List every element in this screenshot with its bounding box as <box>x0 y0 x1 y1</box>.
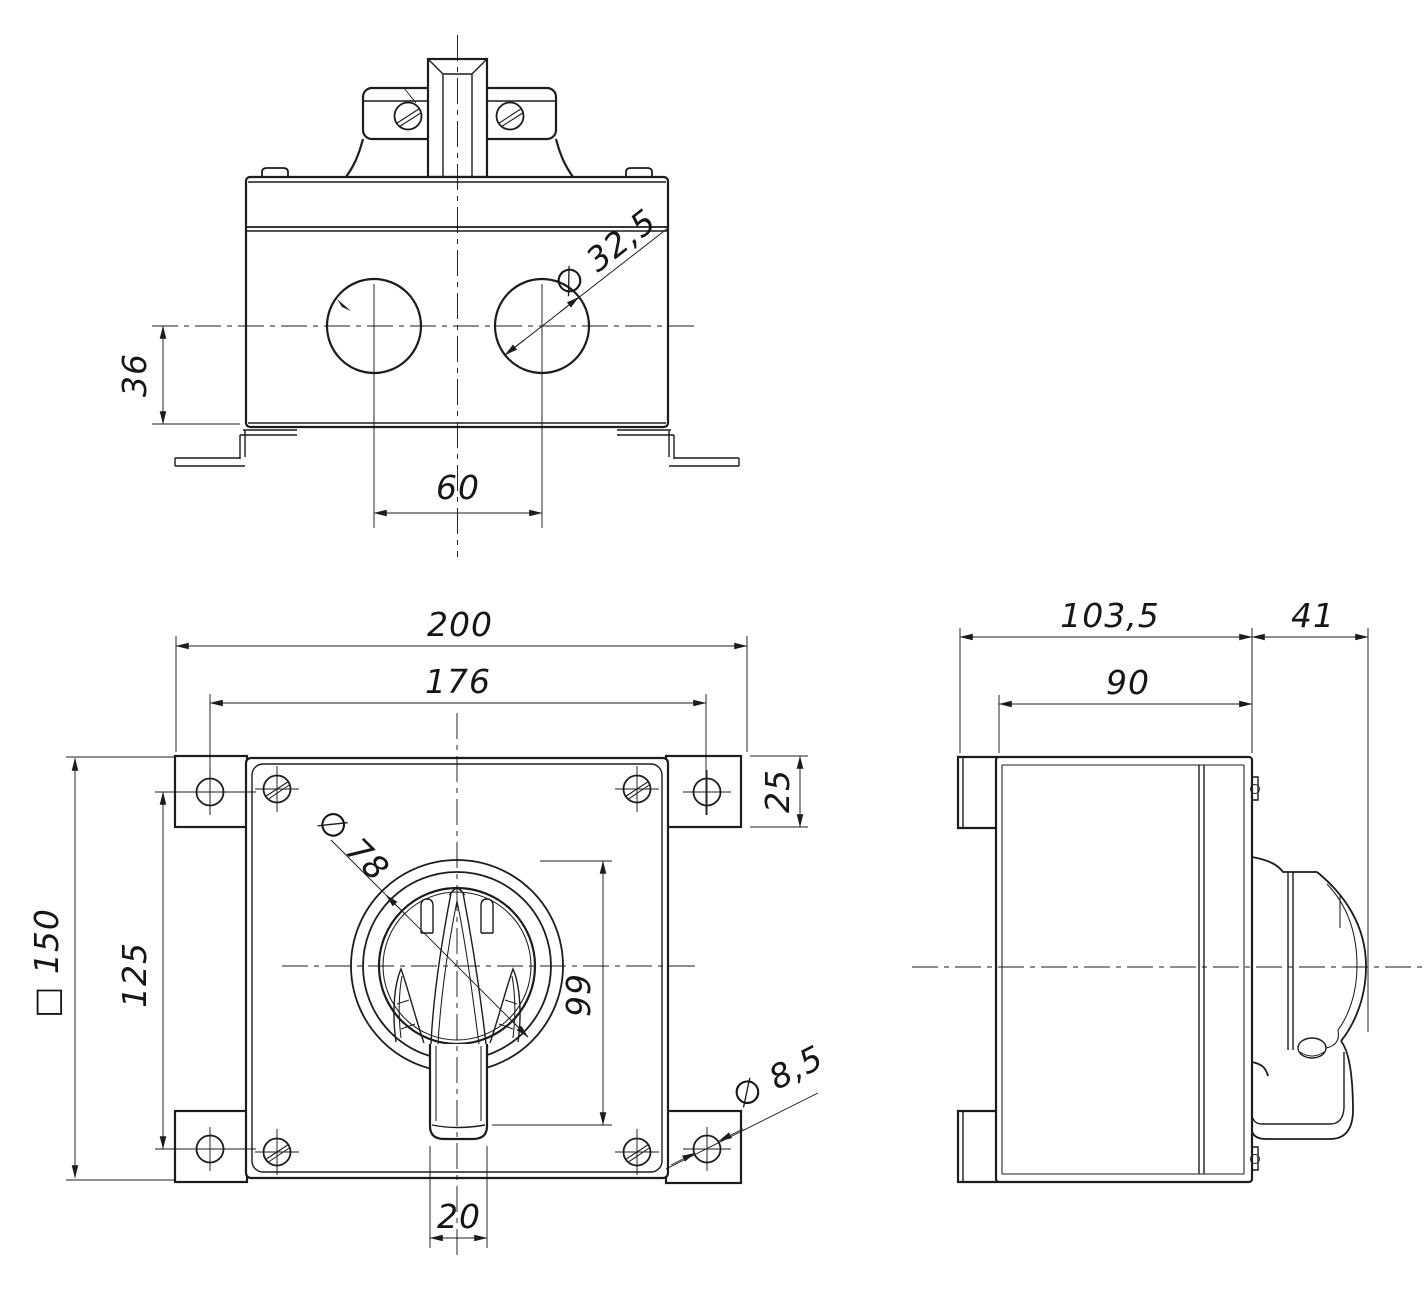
dim-125-label: 125 <box>115 942 154 1008</box>
dim-60-label: 60 <box>436 468 480 507</box>
enclosure-top-view: 36 60 ∅ 32,5 <box>115 35 740 557</box>
enclosure-side-view: 103,5 41 90 <box>912 596 1424 1184</box>
support-flare-right <box>554 138 574 178</box>
dim-dia8-label: ∅ 8,5 <box>726 1037 830 1116</box>
flange-top-right <box>664 754 743 829</box>
dim-mount-span-horizontal: 176 <box>209 662 707 815</box>
dim-176-label: 176 <box>425 662 491 701</box>
dim-20-label: 20 <box>437 1197 481 1236</box>
flange-screw-left <box>393 101 423 131</box>
dim-total-depth: 103,5 <box>959 596 1253 753</box>
dim-103-label: 103,5 <box>1060 596 1159 635</box>
dim-hole-center-height: 36 <box>115 325 240 425</box>
knob-side-profile <box>1251 856 1367 1140</box>
bracket-tab-bottom <box>956 1109 998 1184</box>
dim-body-square: □ 150 <box>27 756 175 1181</box>
flange-top-left <box>173 754 249 829</box>
left-hole-pointer-arrow <box>337 299 351 311</box>
enclosure-body-top <box>244 175 670 429</box>
latch-tab-left <box>261 167 289 177</box>
dim-overall-width: 200 <box>175 605 748 752</box>
enclosure-body-side <box>994 755 1254 1184</box>
dim-150-label: □ 150 <box>27 908 66 1018</box>
dim-36-label: 36 <box>115 353 154 397</box>
dim-lever-width: 20 <box>429 1146 488 1248</box>
enclosure-front-view: 200 176 25 □ 150 125 ∅ 78 <box>27 605 830 1258</box>
dim-mount-span-vertical: 125 <box>115 791 167 1150</box>
dim-handle-depth: 41 <box>1251 596 1369 1032</box>
dim-flange-height: 25 <box>750 755 808 828</box>
mounting-bracket-top-view <box>174 429 740 467</box>
side-screw-top <box>1250 776 1260 801</box>
dim-25-label: 25 <box>758 769 797 813</box>
flange-bottom-right <box>664 1109 743 1185</box>
handle-shaft-top <box>426 57 489 179</box>
dim-hole-spacing: 60 <box>373 468 543 517</box>
flange-screw-right <box>495 101 525 131</box>
dim-99-label: 99 <box>559 973 598 1017</box>
dim-200-label: 200 <box>427 605 493 644</box>
flange-bottom-left <box>173 1109 249 1184</box>
bracket-tab-top <box>956 755 998 830</box>
dim-90-label: 90 <box>1106 663 1150 702</box>
dim-41-label: 41 <box>1291 596 1335 635</box>
dim-body-depth: 90 <box>998 663 1253 753</box>
side-screw-bottom <box>1250 1146 1260 1171</box>
support-flare-left <box>345 138 365 178</box>
knob-lever <box>428 1044 489 1141</box>
dim-knob-height: 99 <box>492 860 612 1126</box>
latch-tab-right <box>625 167 653 177</box>
cover-screws <box>255 766 659 1175</box>
